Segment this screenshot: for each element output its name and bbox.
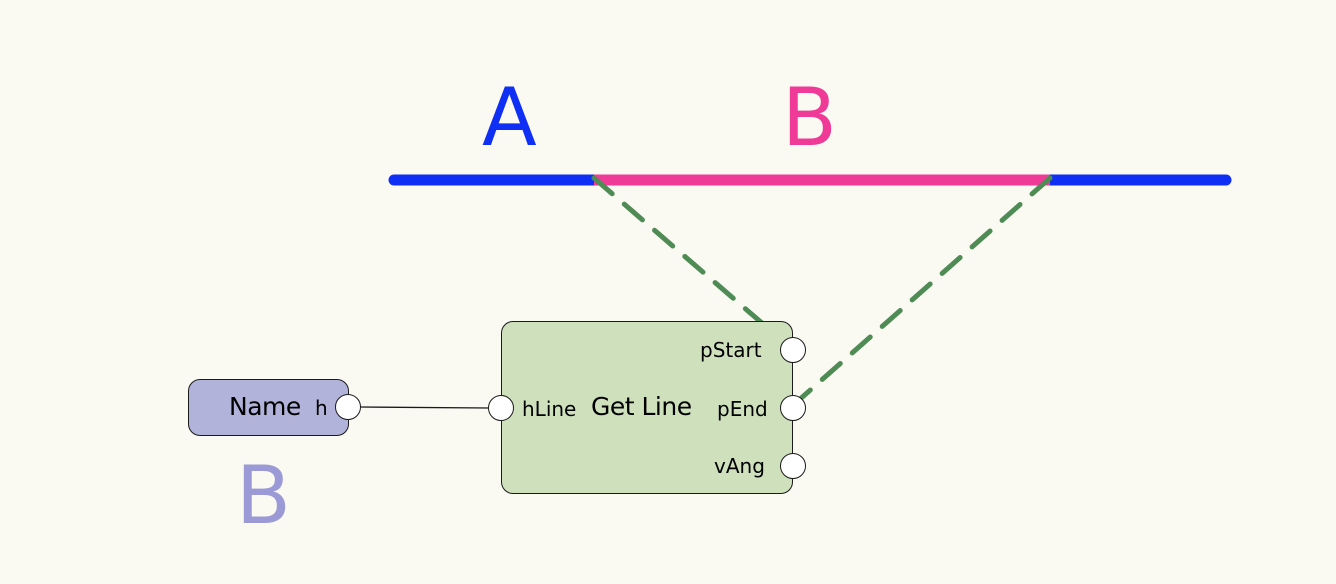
- get-line-output-port-vang[interactable]: [780, 453, 806, 479]
- name-node-port-h-label: h: [315, 396, 328, 420]
- pstart-port-label: pStart: [700, 338, 762, 362]
- dashed-connector-pstart: [591, 175, 795, 352]
- get-line-node[interactable]: pStart hLine Get Line pEnd vAng: [501, 321, 793, 494]
- name-node-title: Name: [229, 392, 301, 421]
- name-node[interactable]: Name h: [188, 379, 349, 436]
- hline-port-label: hLine: [522, 397, 577, 421]
- name-node-output-port-h[interactable]: [335, 394, 361, 420]
- dashed-connector-pend: [787, 175, 1053, 411]
- wire-h-to-hline: [359, 406, 490, 409]
- get-line-output-port-pend[interactable]: [780, 395, 806, 421]
- get-line-input-port-hline[interactable]: [488, 395, 514, 421]
- vang-port-label: vAng: [714, 454, 765, 478]
- segment-a-label: A: [482, 71, 537, 164]
- get-line-node-title: Get Line: [591, 392, 692, 421]
- pend-port-label: pEnd: [717, 397, 768, 421]
- get-line-output-port-pstart[interactable]: [780, 337, 806, 363]
- node-b-label: B: [236, 449, 291, 542]
- segment-b-label: B: [782, 71, 837, 164]
